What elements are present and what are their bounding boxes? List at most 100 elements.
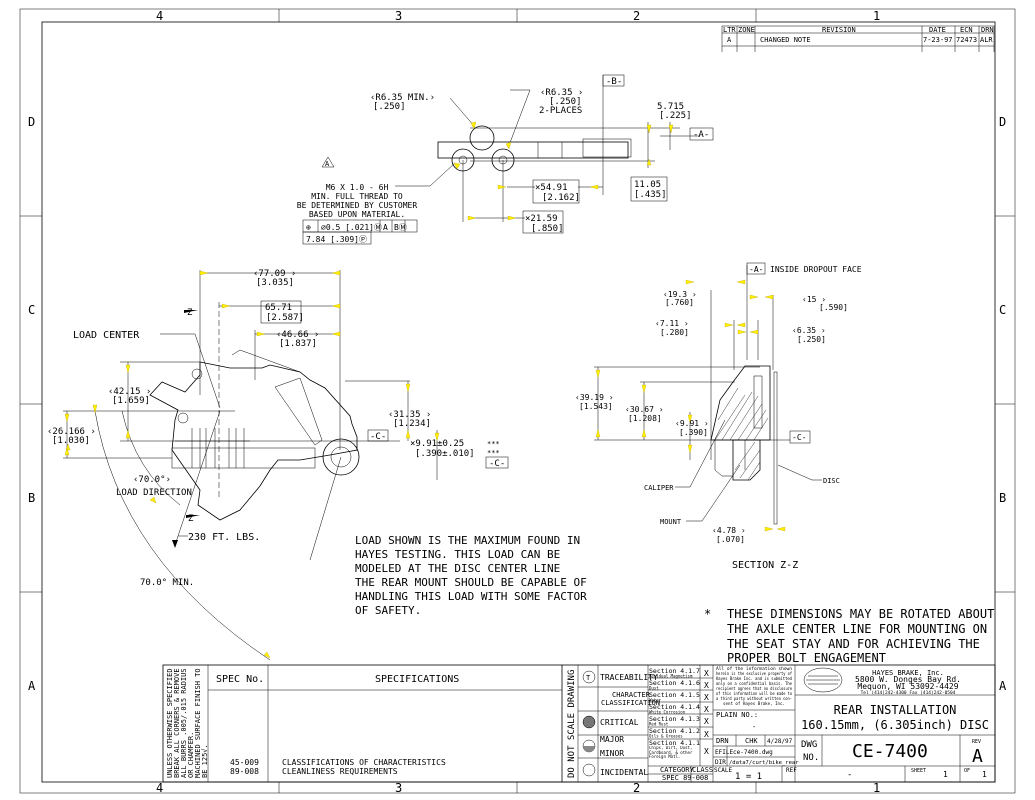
section-marker-z-bottom: Z	[188, 514, 194, 524]
class-traceability: TRACEABILITY	[600, 673, 658, 682]
section-title: SECTION Z-Z	[732, 560, 798, 571]
dwg-no-label: DWG	[801, 740, 817, 750]
stars-mark: ***	[487, 449, 500, 457]
section-title: Section 4.1.7	[649, 667, 700, 675]
datum-b: -B-	[606, 77, 622, 87]
note-line: PROPER BOLT ENGAGEMENT	[727, 651, 886, 665]
dim-635-in: [.250]	[797, 335, 826, 344]
section-mark: X	[704, 747, 709, 756]
general-note-line: BREAK ALL CORNERS & REMOVE	[173, 668, 181, 778]
dim-1105: 11.05	[634, 180, 661, 190]
dim-711-in: [.280]	[660, 328, 689, 337]
section-mark: X	[704, 705, 709, 714]
thread-note-line: M6 X 1.0 - 6H	[326, 183, 389, 192]
dim-5715: 5.715	[657, 102, 684, 112]
drn-label: DRN	[716, 737, 729, 745]
dim-4215-in: [1.659]	[112, 396, 150, 406]
confidential-line: recipient agrees that no disclosure	[716, 686, 792, 692]
note-flag-a: A	[325, 160, 330, 168]
dim-3135-in: [1.234]	[393, 419, 431, 429]
zone-right: C	[999, 303, 1006, 317]
company-name: HAYES BRAKE, Inc.	[872, 669, 944, 677]
rev-header-ecn: ECN	[960, 26, 973, 34]
general-notes: UNLESS OTHERWISE SPECIFIED BREAK ALL COR…	[166, 668, 209, 778]
dim-5715-in: [.225]	[659, 111, 692, 121]
dim-26166-in: [1.030]	[52, 436, 90, 446]
section-sub: Oils & Greases	[649, 734, 683, 739]
dim-1105-in: [.435]	[634, 190, 667, 200]
note-line: THE AXLE CENTER LINE FOR MOUNTING ON	[727, 622, 987, 636]
general-note-line: ALL BURRS .005/.015 RADIUS	[180, 668, 188, 778]
section-title: Section 4.1.4	[649, 703, 700, 711]
class-minor: MINOR	[600, 749, 624, 758]
dim-r-2pl-in: [.250]	[549, 97, 582, 107]
dim-load-angle: ‹70.0°›	[133, 475, 171, 485]
rev-header-date: DATE	[929, 26, 946, 34]
sheet-label: SHEET	[911, 768, 926, 774]
category-header: CATEGORY	[660, 766, 695, 774]
note-line: THESE DIMENSIONS MAY BE ROTATED ABOUT	[727, 607, 994, 621]
dim-4666-in: [1.837]	[279, 339, 317, 349]
spec-no: 89-008	[230, 767, 259, 776]
mount-label: MOUNT	[660, 518, 682, 526]
section-mark: X	[704, 669, 709, 678]
rev-header-zone: ZONE	[738, 26, 755, 34]
ref-label: REF	[786, 767, 797, 774]
datum-c: -C-	[370, 432, 386, 442]
dim-2159-in: [.850]	[531, 224, 564, 234]
rev-header-drn: DRN	[981, 26, 994, 34]
dim-2159: ×21.59	[525, 214, 558, 224]
confidential-notice: All of the information shown herein is t…	[716, 666, 792, 707]
fcf-datum-b: BⓂ	[394, 223, 407, 232]
revision-block: LTR ZONE REVISION DATE ECN DRN A CHANGED…	[721, 25, 995, 52]
hayes-logo	[803, 667, 843, 693]
class-header: CLASS	[692, 766, 713, 774]
dim-193: ‹19.3 ›	[663, 290, 697, 299]
spec-no-header: SPEC No.	[216, 674, 264, 685]
dim-478: ‹4.78 ›	[712, 526, 746, 535]
section-sub: Water	[649, 698, 662, 703]
note-line: MODELED AT THE DISC CENTER LINE	[355, 562, 560, 575]
drawing-subtitle: 160.15mm, (6.305inch) DISC	[801, 718, 989, 732]
of-value: 1	[982, 770, 987, 779]
dim-r-min: ‹R6.35 MIN.›	[370, 93, 435, 103]
drawing-date: 4/28/97	[767, 738, 793, 745]
zone-right: D	[999, 115, 1006, 129]
zone-bottom: 2	[633, 781, 640, 795]
note-line: OF SAFETY.	[355, 604, 421, 617]
section-datum-c: -C-	[792, 433, 806, 442]
title-block: UNLESS OTHERWISE SPECIFIED BREAK ALL COR…	[162, 664, 996, 783]
zone-right: A	[999, 679, 1007, 693]
sheet-value: 1	[943, 770, 948, 779]
dim-r-2pl: ‹R6.35 ›	[540, 88, 583, 98]
inside-dropout-face-label: INSIDE DROPOUT FACE	[770, 265, 862, 274]
section-sub: White Corrosion	[649, 710, 686, 715]
zone-right: B	[999, 491, 1006, 505]
dim-991-section: ‹9.91 ›	[675, 419, 709, 428]
zone-top: 4	[156, 9, 163, 23]
section-sub: Dust	[649, 686, 659, 691]
spec-name: CLEANLINESS REQUIREMENTS	[282, 767, 398, 776]
plain-no-value: -	[752, 723, 756, 731]
dim-15: ‹15 ›	[802, 295, 826, 304]
chk-label: CHK	[745, 737, 758, 745]
note-line: HANDLING THIS LOAD WITH SOME FACTOR	[355, 590, 587, 603]
side-view: ‹77.09 › [3.035] 65.71 [2.587] ‹46.66 › …	[47, 269, 509, 661]
class-incidental: INCIDENTAL	[600, 768, 648, 777]
zone-left: B	[28, 491, 35, 505]
spec-name: CLASSIFICATIONS OF CHARACTERISTICS	[282, 758, 446, 767]
dim-4666: ‹46.66 ›	[276, 330, 319, 340]
zone-top: 2	[633, 9, 640, 23]
confidential-line: Hayes Brake Inc. and is submitted	[716, 676, 792, 682]
traceability-icon: T	[586, 674, 591, 682]
dim-5491-in: [2.162]	[542, 193, 580, 203]
company-block: HAYES BRAKE, Inc. 5800 W. Donges Bay Rd.…	[801, 667, 989, 779]
ref-value: -	[847, 770, 852, 780]
section-list: Section 4.1.7 Section 4.1.6 Section 4.1.…	[649, 667, 713, 782]
zone-left: A	[28, 679, 36, 693]
scale-label: SCALE	[714, 767, 732, 774]
feature-control-frame: ⊕ ∅0.5 [.021]Ⓜ A BⓂ 7.84 [.309]Ⓟ	[302, 219, 418, 245]
section-marker-z-top: Z	[187, 308, 193, 318]
company-phone: Tel (414)242-4300 Fax (414)242-0504	[861, 690, 956, 696]
